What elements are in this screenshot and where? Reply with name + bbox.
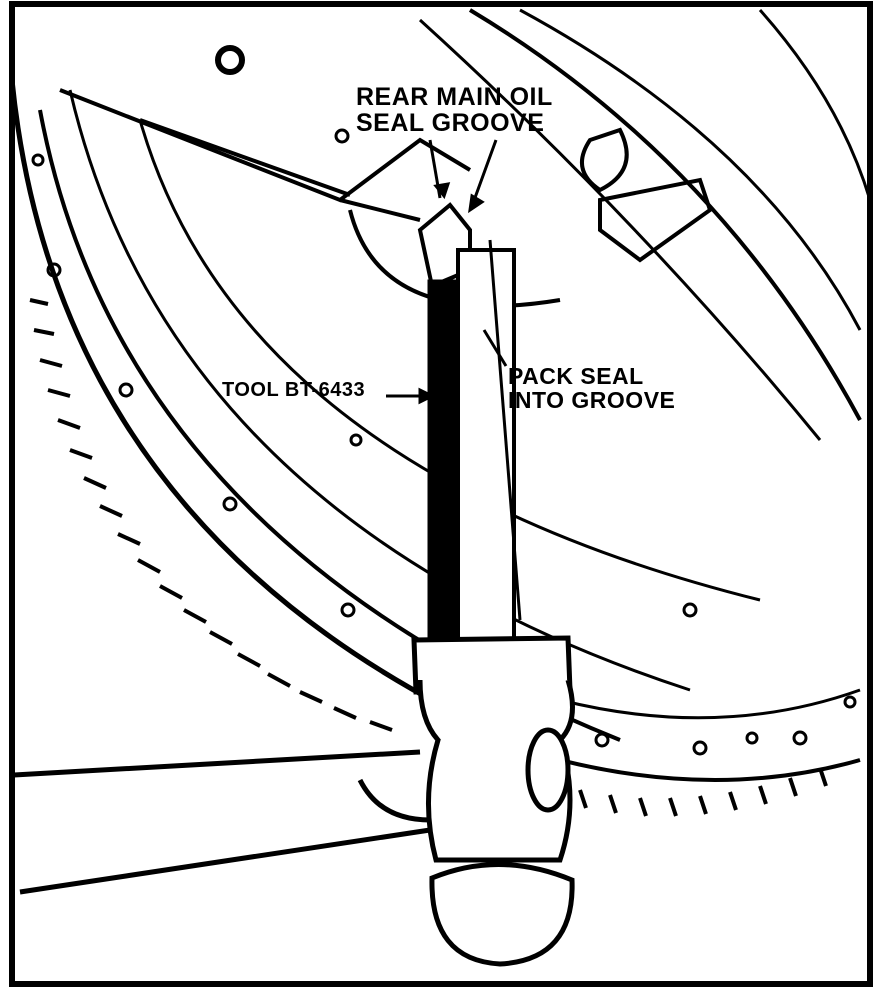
rear-label-line1: REAR MAIN OIL: [356, 83, 553, 111]
bolt-holes: [31, 45, 857, 756]
rear-label-line2: SEAL GROOVE: [356, 109, 545, 138]
callout-leaders: [386, 139, 508, 405]
ring-gear-teeth: [29, 298, 828, 817]
pack-label-line1: PACK SEAL: [508, 363, 644, 389]
tool-label-text: TOOL BT-6433: [222, 379, 366, 401]
tool-handle: [411, 635, 575, 967]
crankshaft: [13, 749, 431, 895]
bearing-cap: [59, 88, 713, 308]
pack-label-line2: INTO GROOVE: [508, 387, 676, 414]
tool-label: TOOL BT-6433: [222, 380, 365, 401]
tool-shaft: [417, 202, 522, 642]
pack-seal-label: PACK SEAL INTO GROOVE: [508, 364, 675, 412]
rear-main-oil-seal-groove-label: REAR MAIN OIL SEAL GROOVE: [356, 84, 553, 137]
figure-border: [9, 1, 873, 987]
